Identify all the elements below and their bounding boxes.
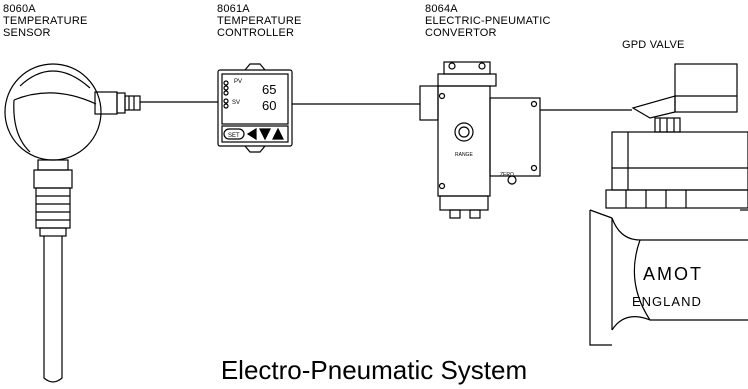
- sensor-code: 8060A: [3, 3, 36, 15]
- controller-bottom-clip: [244, 145, 266, 153]
- diagram-caption: Electro-Pneumatic System: [220, 355, 528, 385]
- valve-title: GPD VALVE: [622, 39, 685, 51]
- up-arrow-icon: [272, 127, 284, 140]
- controller-label: 8061A TEMPERATURE CONTROLLER: [217, 3, 302, 39]
- sensor-head-cap-line: [19, 70, 91, 89]
- controller-set-key: [223, 128, 245, 140]
- convertor-base: [439, 195, 489, 211]
- valve-bonnet: [611, 131, 748, 191]
- sensor-gland: [124, 95, 141, 111]
- valve-actuator-housing: [674, 63, 738, 113]
- convertor-top-block: [437, 73, 497, 87]
- sensor-thread: [35, 187, 71, 229]
- sensor-head-side: [13, 99, 31, 153]
- controller-display: [221, 73, 289, 125]
- sensor-line2: SENSOR: [3, 27, 51, 39]
- left-arrow-icon: [246, 127, 257, 141]
- convertor-line2: CONVERTOR: [425, 27, 497, 39]
- controller-pv-value: 65: [262, 82, 276, 97]
- valve-body-bottom: [611, 316, 748, 331]
- sensor-gland-nut: [116, 92, 126, 114]
- controller-sv-label: SV: [232, 100, 240, 106]
- sensor-line1: TEMPERATURE: [3, 15, 88, 27]
- controller-top-clip: [244, 63, 266, 71]
- down-arrow-icon: [259, 128, 271, 141]
- convertor-electrical-port: [419, 85, 439, 121]
- convertor-zero-label: ZERO: [500, 172, 514, 178]
- convertor-label: 8064A ELECTRIC-PNEUMATIC CONVERTOR: [425, 3, 551, 39]
- sensor-probe: [43, 236, 63, 383]
- controller-line2: CONTROLLER: [217, 27, 295, 39]
- sensor-head-cap-line: [13, 92, 97, 105]
- valve-actuator-arm: [631, 95, 676, 119]
- controller-line1: TEMPERATURE: [217, 15, 302, 27]
- valve-brand: AMOT: [643, 264, 703, 284]
- controller-code: 8061A: [217, 3, 250, 15]
- electric-pneumatic-convertor: RANGE ZERO: [419, 61, 541, 219]
- valve-body-top: [611, 217, 748, 241]
- sensor-collar: [39, 227, 67, 237]
- convertor-pneumatic-module: [489, 97, 541, 177]
- temperature-sensor: [4, 63, 141, 383]
- temperature-controller: PV 65 SV 60 SET: [217, 63, 293, 153]
- valve-bonnet-flange: [605, 189, 748, 209]
- valve-body-left-curve: [633, 239, 651, 321]
- controller-sv-value: 60: [262, 98, 276, 113]
- valve-left-flange: [589, 210, 613, 346]
- sensor-neck: [37, 159, 69, 171]
- valve-country: ENGLAND: [632, 294, 702, 309]
- gpd-valve: AMOT ENGLAND: [589, 63, 748, 346]
- sensor-hex-nut: [33, 169, 73, 189]
- convertor-zero-screw: [507, 175, 517, 185]
- convertor-range-knob: [454, 122, 474, 142]
- convertor-line1: ELECTRIC-PNEUMATIC: [425, 15, 551, 27]
- controller-pv-label: PV: [234, 79, 242, 85]
- controller-set-label: SET: [228, 133, 240, 139]
- convertor-code: 8064A: [425, 3, 458, 15]
- convertor-range-label: RANGE: [455, 152, 473, 158]
- controller-keypad: [221, 125, 289, 143]
- controller-bezel: [217, 69, 293, 147]
- sensor-head: [4, 63, 102, 161]
- sensor-label: 8060A TEMPERATURE SENSOR: [3, 3, 88, 39]
